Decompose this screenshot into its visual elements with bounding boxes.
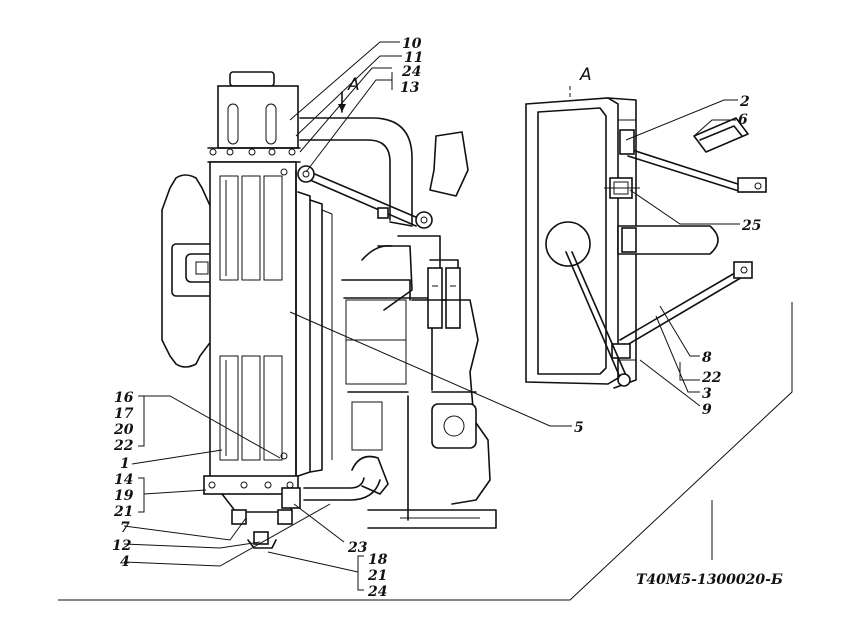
label-24-top: 24 [401,64,421,80]
label-20: 20 [113,422,134,438]
label-19: 19 [114,488,134,504]
label-18: 18 [368,552,388,568]
label-21-left: 21 [113,504,133,520]
label-23: 23 [347,540,368,556]
view-marker-main: A [347,75,360,95]
label-14: 14 [114,472,133,488]
label-6: 6 [738,112,748,128]
label-3: 3 [702,386,712,402]
main-view: A [161,71,497,549]
label-13: 13 [400,80,420,96]
cap-ellipse [545,221,591,267]
label-8: 8 [702,350,712,366]
engine-block [303,131,497,529]
label-12: 12 [112,538,132,554]
radiator-top-tank [207,71,301,163]
radiator-bottom-tank [203,475,301,549]
label-16: 16 [114,390,134,406]
fan-shroud [297,191,333,477]
drawing-code: T40M5-1300020-Б [636,572,783,588]
label-22-left: 22 [113,438,134,454]
radiator-core [209,161,297,483]
stay-rod [297,165,433,229]
label-17: 17 [114,406,134,422]
bracket-detail [693,117,749,153]
label-22-right: 22 [701,370,722,386]
upper-coolant-pipe [299,117,413,227]
side-rods [565,129,767,387]
label-24-bottom: 24 [367,584,387,600]
part-labels: 10 11 24 13 16 17 20 22 1 14 19 21 7 12 … [112,36,783,600]
label-9: 9 [702,402,712,418]
label-7: 7 [120,520,130,536]
label-10: 10 [402,36,422,52]
label-11: 11 [404,50,423,66]
side-view-a: A [525,65,767,389]
label-5: 5 [574,420,584,436]
label-25: 25 [741,218,761,234]
label-1: 1 [120,456,130,472]
side-fan-hub [617,225,719,255]
label-4: 4 [120,554,130,570]
label-21-bottom: 21 [367,568,387,584]
label-2: 2 [739,94,750,110]
view-marker-side: A [579,65,592,85]
leader-lines [58,41,793,601]
